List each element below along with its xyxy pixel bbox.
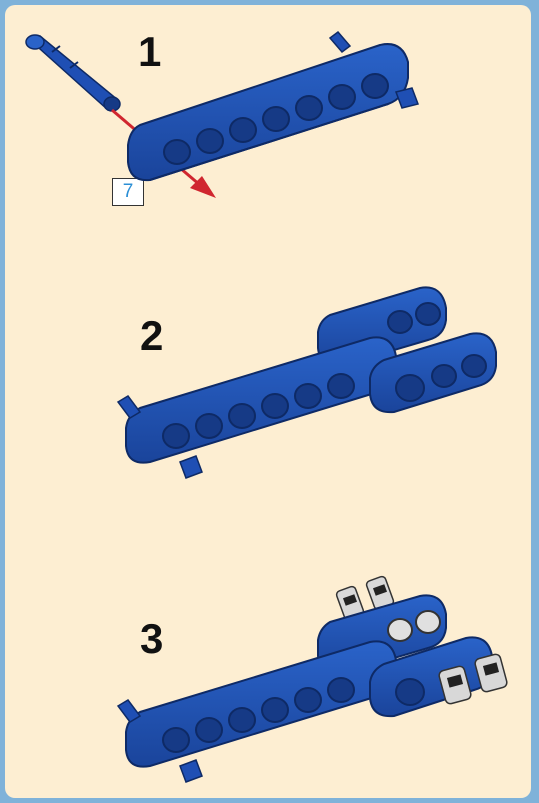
step-2-illustration <box>118 287 496 478</box>
step-3-illustration <box>118 575 508 782</box>
step-1-illustration <box>26 32 418 198</box>
long-liftarm-beam <box>118 337 396 478</box>
blue-liftarm-beam <box>128 32 418 180</box>
blue-axle-pin-icon <box>26 35 120 111</box>
long-liftarm-beam <box>118 641 396 782</box>
